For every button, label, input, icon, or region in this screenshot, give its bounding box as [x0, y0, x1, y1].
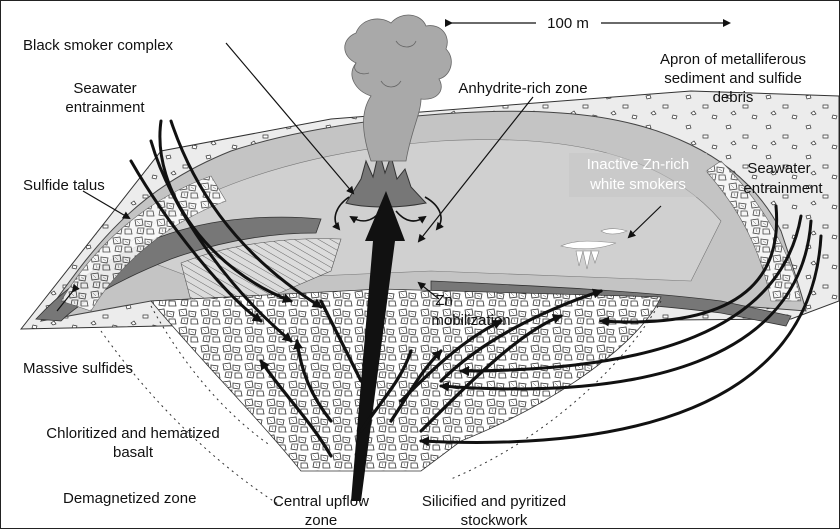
- stockwork-cone: [151, 289, 661, 471]
- label-inactive-1: Inactive Zn-rich: [587, 156, 690, 173]
- label-silicified-1: Silicified and pyritized: [422, 493, 566, 510]
- label-central-upflow-1: Central upflow: [273, 493, 369, 510]
- label-sulfide-talus: Sulfide talus: [23, 177, 105, 194]
- label-seawater-left-2: entrainment: [65, 99, 145, 116]
- label-demagnetized: Demagnetized zone: [63, 490, 196, 507]
- label-inactive-2: white smokers: [589, 176, 686, 193]
- label-zn-1: Zn: [435, 292, 453, 309]
- label-apron-1: Apron of metalliferous: [660, 51, 806, 68]
- label-chloritized-2: basalt: [113, 444, 154, 461]
- label-massive-sulfides: Massive sulfides: [23, 360, 133, 377]
- label-black-smoker: Black smoker complex: [23, 37, 174, 54]
- label-seawater-right-2: entrainment: [743, 180, 823, 197]
- scale-label: 100 m: [547, 15, 589, 32]
- label-zn-2: mobilization: [431, 312, 510, 329]
- label-seawater-right-1: Seawater: [747, 160, 810, 177]
- label-apron-2: sediment and sulfide: [664, 70, 802, 87]
- label-central-upflow-2: zone: [305, 512, 338, 528]
- label-silicified-2: stockwork: [461, 512, 528, 528]
- label-seawater-left-1: Seawater: [73, 80, 136, 97]
- label-anhydrite: Anhydrite-rich zone: [458, 80, 587, 97]
- label-chloritized-1: Chloritized and hematized: [46, 425, 219, 442]
- label-apron-3: debris: [713, 89, 754, 106]
